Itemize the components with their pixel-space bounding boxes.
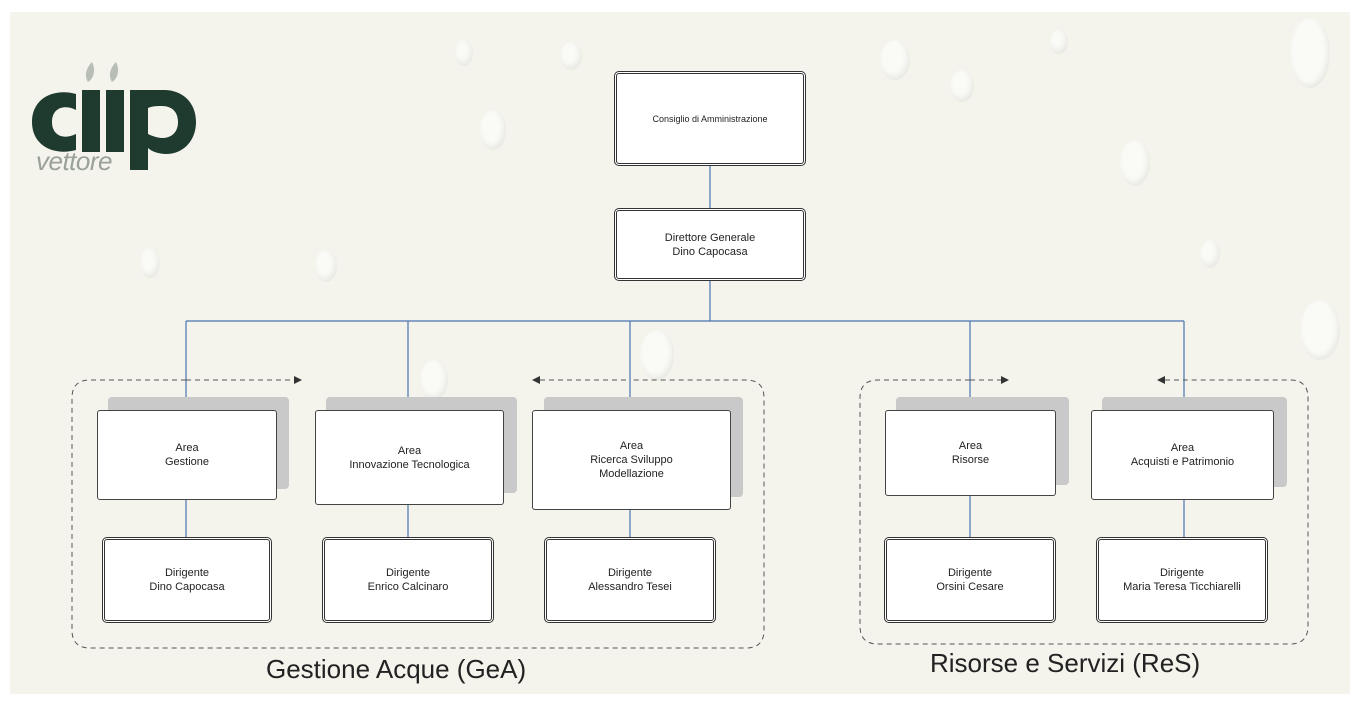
frame-left — [0, 0, 10, 707]
director-title: Direttore Generale — [664, 231, 756, 244]
manager-box-gestione: Dirigente Dino Capocasa — [102, 537, 272, 623]
arrowhead-icon — [532, 376, 540, 384]
area-box-innovazione: Area Innovazione Tecnologica — [315, 410, 504, 505]
group-border-gea — [71, 379, 765, 649]
ciip-logo — [32, 62, 196, 170]
logo-subtitle: vettore — [36, 146, 113, 176]
manager-label: Dirigente Dino Capocasa — [149, 567, 225, 593]
frame-top — [0, 0, 1359, 12]
water-drop — [1200, 240, 1220, 268]
water-drop — [640, 330, 674, 380]
manager-label: Dirigente Enrico Calcinaro — [367, 567, 449, 593]
arrowhead-icon — [294, 376, 302, 384]
water-drop — [420, 360, 448, 400]
logo-letter-i — [106, 90, 124, 152]
board-label: Consiglio di Amministrazione — [652, 113, 768, 124]
area-title: Area Risorse — [951, 440, 990, 466]
area-box-acquisti: Area Acquisti e Patrimonio — [1091, 410, 1274, 500]
area-box-risorse: Area Risorse — [885, 410, 1056, 496]
arrowhead-icon — [1001, 376, 1009, 384]
manager-label: Dirigente Maria Teresa Ticchiarelli — [1123, 567, 1241, 593]
manager-box-ricerca: Dirigente Alessandro Tesei — [544, 537, 716, 623]
manager-box-risorse: Dirigente Orsini Cesare — [884, 537, 1056, 623]
water-drop — [1290, 18, 1330, 88]
manager-label: Dirigente Orsini Cesare — [936, 567, 1004, 593]
water-drop — [950, 70, 974, 102]
manager-label: Dirigente Alessandro Tesei — [588, 567, 672, 593]
logo-letter-c — [32, 92, 76, 152]
director-name: Dino Capocasa — [672, 245, 748, 258]
group-label-gea: Gestione Acque (GeA) — [266, 654, 527, 684]
water-drop — [140, 248, 160, 278]
frame-bottom — [0, 694, 1359, 707]
logo-leaf — [85, 62, 95, 82]
manager-box-acquisti: Dirigente Maria Teresa Ticchiarelli — [1096, 537, 1268, 623]
logo-letter-i — [82, 90, 100, 152]
group-label-res: Risorse e Servizi (ReS) — [930, 648, 1201, 678]
water-drop — [560, 42, 582, 70]
water-drop — [1300, 300, 1340, 360]
logo-leaf — [109, 62, 119, 82]
arrowhead-icon — [1157, 376, 1165, 384]
area-box-gestione: Area Gestione — [97, 410, 277, 500]
frame-right — [1350, 0, 1359, 707]
water-drop — [1120, 140, 1150, 186]
manager-box-innovazione: Dirigente Enrico Calcinaro — [322, 537, 494, 623]
area-box-ricerca: Area Ricerca Sviluppo Modellazione — [532, 410, 731, 510]
area-title: Area Acquisti e Patrimonio — [1130, 442, 1235, 468]
water-drop — [315, 250, 337, 282]
group-border-res — [859, 379, 1309, 645]
director-box: Direttore Generale Dino Capocasa — [614, 208, 806, 281]
board-box: Consiglio di Amministrazione — [614, 71, 806, 166]
area-title: Area Ricerca Sviluppo Modellazione — [590, 440, 673, 480]
water-drop — [455, 40, 473, 66]
area-title: Area Innovazione Tecnologica — [349, 444, 470, 471]
water-drop — [880, 40, 910, 80]
water-drop — [1050, 30, 1068, 54]
area-title: Area Gestione — [164, 442, 210, 468]
logo-letter-p — [130, 90, 196, 170]
water-drop — [480, 110, 506, 150]
